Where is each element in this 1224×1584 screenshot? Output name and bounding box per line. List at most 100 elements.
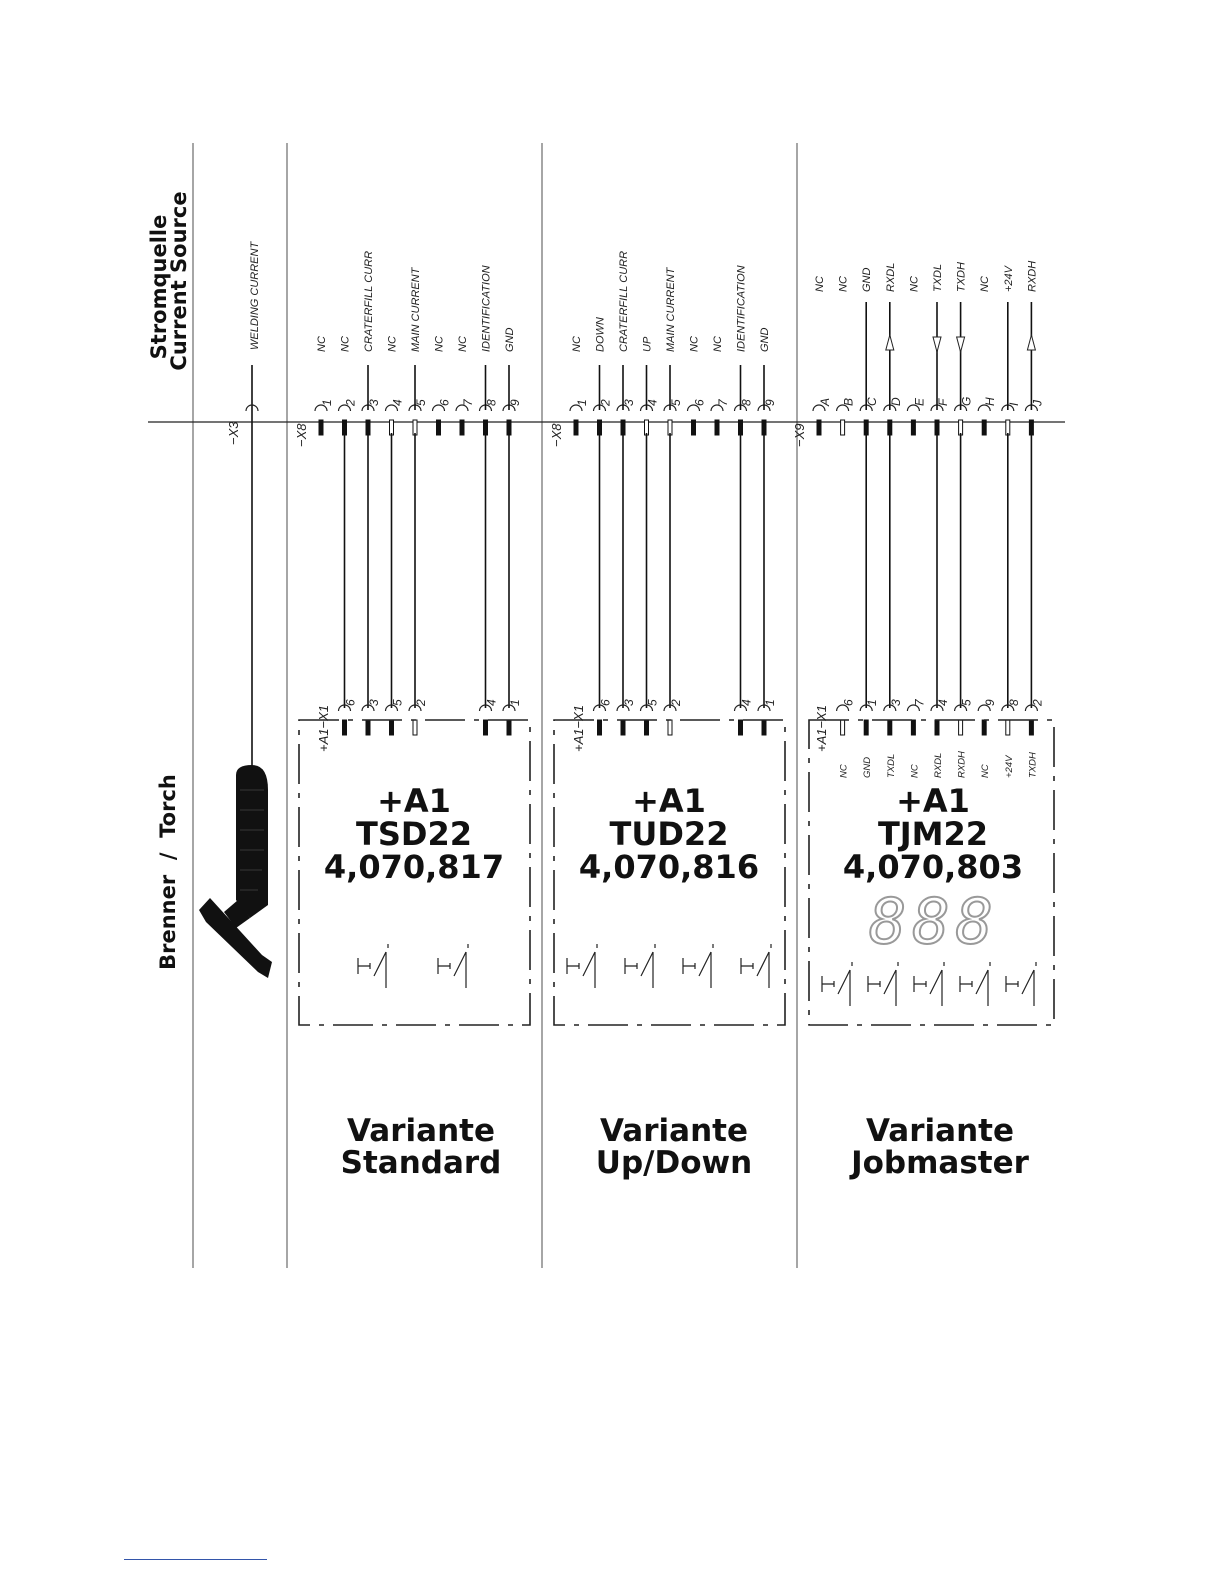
top-pin-number: 9: [763, 399, 777, 406]
switch-icon: [913, 962, 945, 1006]
bottom-pin-socket: [757, 704, 771, 712]
bottom-signal-label: NC: [839, 764, 850, 778]
variant-caption-1: Variante: [347, 1113, 495, 1149]
bottom-pin-socket: [906, 704, 920, 712]
x9-connector-label: −X9: [792, 424, 807, 448]
bottom-pin-socket: [663, 704, 677, 712]
top-pin-pin: [714, 419, 720, 436]
variant-caption-2: Jobmaster: [849, 1145, 1030, 1181]
bottom-pin-number: 8: [1007, 699, 1021, 706]
arrow-up-icon: [1026, 333, 1037, 351]
bottom-pin-socket: [408, 704, 422, 712]
top-pin-number: 4: [391, 399, 405, 406]
top-pin-pin: [620, 419, 626, 436]
top-pin-number: I: [1007, 402, 1021, 406]
switch-stem: [1005, 976, 1019, 992]
top-pin-pin: [342, 419, 347, 436]
top-pin-pin: [365, 419, 371, 436]
module-line-1: +A1: [896, 782, 970, 820]
bottom-pin-number: 5: [646, 699, 660, 706]
switch-stem: [437, 958, 451, 974]
bottom-pin-number: 3: [367, 699, 381, 706]
signal-label: RXDH: [1026, 261, 1038, 292]
switch-stem: [821, 976, 835, 992]
variant-caption-2: Standard: [341, 1145, 502, 1181]
top-pin-pin: [667, 419, 673, 436]
bottom-signal-label: TXDH: [1027, 752, 1038, 778]
top-pin-number: 7: [716, 398, 730, 406]
bottom-pin-socket: [337, 704, 352, 712]
bottom-pin-number: 2: [1030, 699, 1044, 707]
top-pin-number: 8: [740, 399, 754, 406]
bottom-pin-pin: [738, 719, 743, 736]
signal-label: IDENTIFICATION: [481, 265, 493, 352]
bottom-pin-number: 9: [983, 699, 997, 706]
bottom-pin-socket: [639, 704, 654, 712]
top-pin-number: 2: [344, 399, 358, 407]
top-pin-pin: [644, 419, 649, 436]
top-pin-number: D: [889, 397, 903, 406]
bottom-pin-number: 2: [414, 699, 428, 707]
bottom-signal-label: GND: [862, 757, 873, 778]
bottom-pin-number: 4: [485, 699, 499, 706]
signal-label: +24V: [1003, 264, 1015, 292]
bottom-pin-number: 5: [960, 699, 974, 706]
bottom-pin-pin: [1028, 719, 1034, 736]
wires: [865, 302, 1033, 708]
top-pin-pin: [691, 419, 696, 436]
module-line-1: +A1: [632, 782, 706, 820]
bottom-pin-number: 1: [865, 699, 879, 706]
switch-contact: [582, 951, 596, 977]
signal-label: GND: [861, 268, 873, 293]
bottom-pin-pin: [483, 719, 488, 736]
bottom-pin-socket: [930, 704, 944, 712]
signal-label: NC: [571, 336, 583, 352]
switch-contact: [640, 951, 654, 977]
top-pin-number: F: [936, 398, 950, 406]
top-pin-pin: [1028, 419, 1034, 436]
module-line-3: 4,070,816: [579, 848, 759, 886]
switch-icon: [740, 944, 772, 988]
module-line-3: 4,070,803: [843, 848, 1023, 886]
switch-lead: [652, 944, 656, 988]
bottom-pin-socket: [1001, 704, 1015, 712]
top-pin-pin: [318, 419, 324, 436]
top-pin-pin: [1005, 419, 1011, 436]
switch-icon: [682, 944, 714, 988]
top-pin-number: 9: [508, 399, 522, 406]
switch-contact: [756, 951, 770, 977]
signal-label: UP: [642, 336, 654, 352]
top-pin-socket: [686, 404, 701, 412]
signal-label: TXDL: [932, 264, 944, 292]
top-pin-socket: [455, 404, 469, 412]
switch-stem: [867, 976, 881, 992]
x8-connector-label: −X8: [549, 423, 564, 447]
module-line-1: +A1: [377, 782, 451, 820]
switch-lead: [594, 944, 598, 988]
top-pin-socket: [314, 404, 328, 412]
x3-signal-label: WELDING CURRENT: [249, 241, 261, 350]
top-pin-pin: [863, 419, 869, 436]
top-pin-number: 4: [646, 399, 660, 406]
module-line-2: TJM22: [878, 815, 988, 853]
bottom-pin-pin: [840, 719, 846, 736]
top-pin-pin: [506, 419, 512, 436]
top-pin-number: A: [818, 398, 832, 407]
top-pin-pin: [761, 419, 767, 436]
top-pin-pin: [573, 419, 579, 436]
switch-contact: [929, 969, 943, 995]
bottom-pin-number: 1: [763, 699, 777, 706]
bottom-pin-pin: [1005, 719, 1011, 736]
switch-lead: [941, 962, 945, 1006]
module-frame: [808, 719, 1055, 1026]
top-pin-pin: [483, 419, 488, 436]
switch-icon: [437, 944, 469, 988]
bottom-pin-number: 2: [669, 699, 683, 707]
bottom-signal-label: NC: [909, 764, 920, 778]
x3-socket: [245, 404, 259, 412]
